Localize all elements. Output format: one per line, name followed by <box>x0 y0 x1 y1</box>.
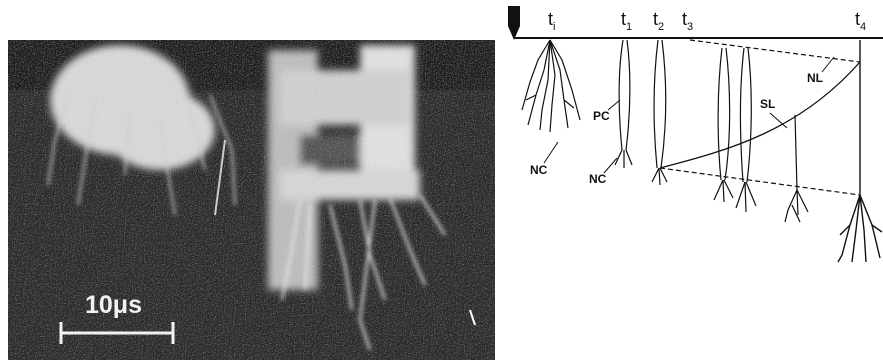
schematic-canvas: ti t1 t2 t3 t4 <box>500 0 883 364</box>
streak-schematic: ti t1 t2 t3 t4 <box>500 0 883 364</box>
photo-image <box>8 40 495 360</box>
callout-pc-label: PC <box>593 109 610 123</box>
streak-photograph-canvas: 10μs <box>0 0 500 364</box>
callout-nc-2-label: NC <box>589 172 607 186</box>
callout-sl-label: SL <box>760 97 775 111</box>
scale-bar-label: 10μs <box>85 291 142 319</box>
streak-photograph: 10μs <box>0 0 500 364</box>
callout-nl-label: NL <box>807 71 823 85</box>
callout-nc-1-label: NC <box>530 163 548 177</box>
